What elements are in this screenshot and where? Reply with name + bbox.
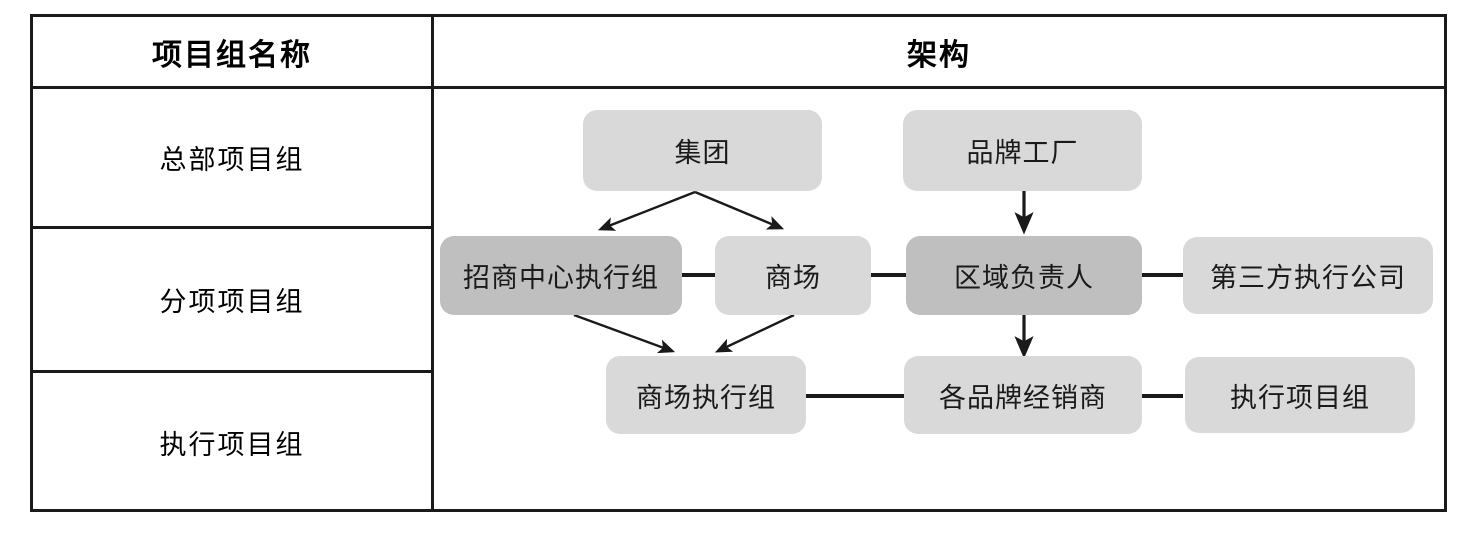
table-row-divider-2 bbox=[30, 370, 431, 373]
header-project-group-name: 项目组名称 bbox=[152, 38, 312, 72]
table-header-divider bbox=[30, 86, 1447, 89]
node-mall[interactable]: 商场 bbox=[715, 236, 871, 315]
table-outer-border bbox=[30, 14, 1447, 512]
edge-group-to-mall bbox=[694, 190, 785, 230]
row-label-headquarters-group: 总部项目组 bbox=[159, 145, 305, 175]
node-invest-center-exec[interactable]: 招商中心执行组 bbox=[440, 236, 682, 315]
row-label-sub-project-group: 分项项目组 bbox=[159, 287, 305, 317]
edge-group-to-invest-center bbox=[597, 190, 696, 231]
header-architecture: 架构 bbox=[907, 38, 971, 72]
node-group[interactable]: 集团 bbox=[583, 110, 822, 191]
table-column-divider bbox=[431, 14, 434, 512]
node-region-head[interactable]: 区域负责人 bbox=[906, 236, 1142, 315]
node-exec-project-group[interactable]: 执行项目组 bbox=[1185, 357, 1415, 433]
node-third-party-company[interactable]: 第三方执行公司 bbox=[1183, 237, 1433, 314]
row-label-execution-project-group: 执行项目组 bbox=[159, 430, 305, 460]
connector-lines bbox=[573, 190, 1183, 398]
edge-invest-center-to-mall-exec bbox=[573, 313, 676, 354]
table-row-divider-1 bbox=[30, 226, 431, 229]
node-brand-dealers[interactable]: 各品牌经销商 bbox=[904, 356, 1142, 434]
node-mall-exec-group[interactable]: 商场执行组 bbox=[606, 356, 806, 434]
edge-mall-to-mall-exec bbox=[714, 313, 795, 353]
node-brand-factory[interactable]: 品牌工厂 bbox=[903, 110, 1142, 191]
architecture-diagram: 集团 品牌工厂 招商中心执行组 商场 区域负责人 第三方执行公司 商场执行组 各… bbox=[434, 89, 1444, 512]
